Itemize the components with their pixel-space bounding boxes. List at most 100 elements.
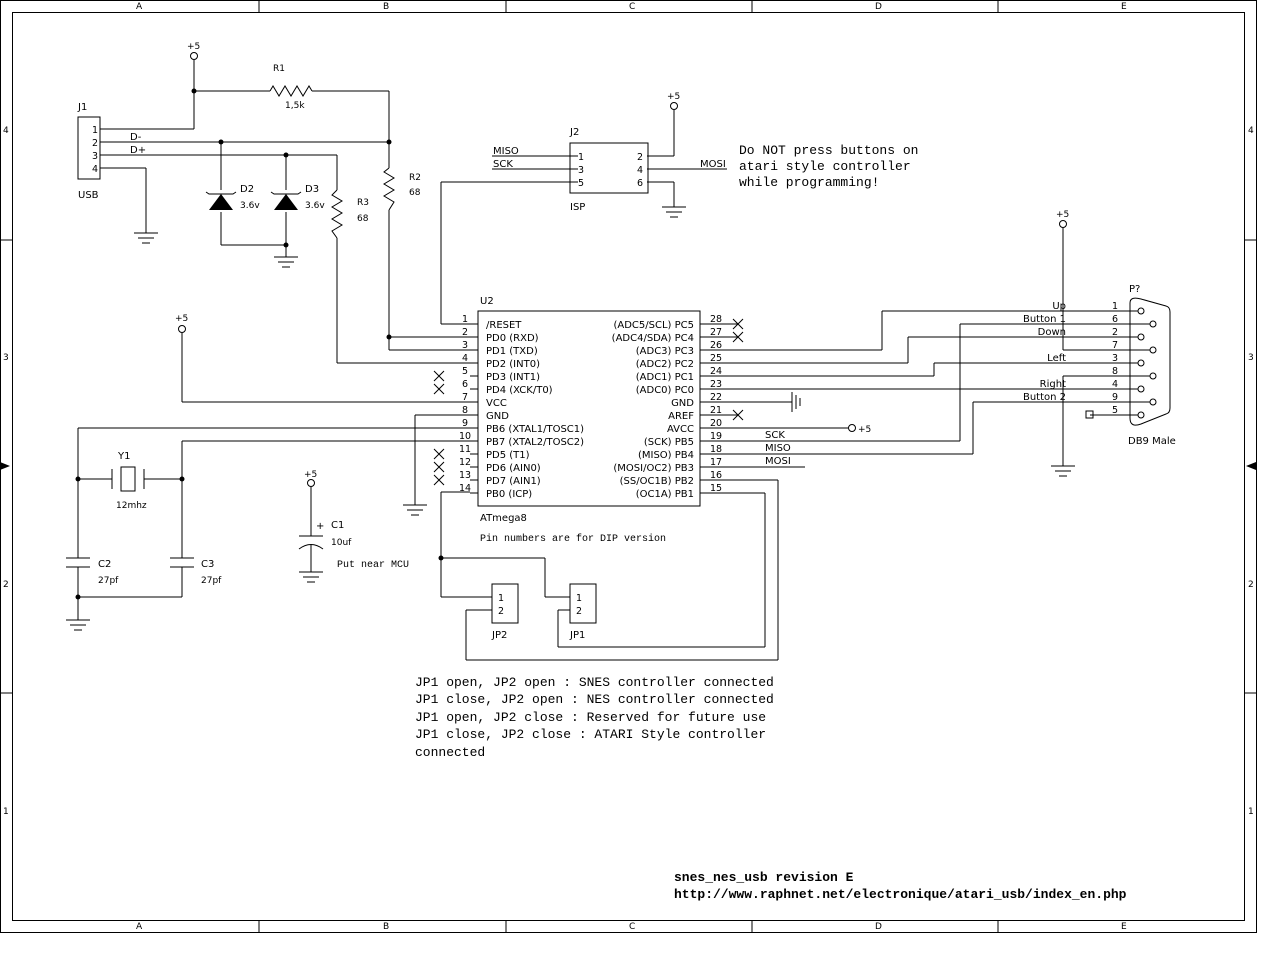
c3-value: 27pf	[201, 576, 222, 586]
u2-left-pin-label: PD5 (T1)	[486, 450, 530, 461]
u2-note: Pin numbers are for DIP version	[480, 533, 666, 545]
u2-right-pin-label: GND	[671, 398, 694, 409]
u2-left-pin-label: PD0 (RXD)	[486, 333, 539, 344]
db9-pin-label: Button 1	[1023, 314, 1066, 325]
col-label-top-a: A	[136, 2, 143, 12]
jumper-notes: JP1 open, JP2 open : SNES controller con…	[415, 675, 774, 760]
db9-name: DB9 Male	[1128, 436, 1176, 447]
db9-pin-number: 3	[1112, 353, 1118, 364]
schematic-title: snes_nes_usb revision E	[674, 870, 854, 885]
u2-right-pin-number: 17	[710, 457, 722, 468]
j2-pin-1: 1	[578, 152, 584, 163]
db9-pin-number: 7	[1112, 340, 1118, 351]
warning-note: Do NOT press buttons on atari style cont…	[739, 143, 918, 190]
u2-right-pin-number: 28	[710, 314, 722, 325]
u2-right-pin-label: (ADC0) PC0	[636, 385, 694, 396]
row-label-left-2: 2	[3, 580, 9, 590]
c1-value: 10uf	[331, 538, 352, 548]
row-label-right-3: 3	[1248, 353, 1254, 363]
no-connect-marks	[433, 318, 744, 486]
y1-crystal: Y1 12mhz	[111, 451, 147, 511]
u2-ref: U2	[480, 296, 494, 307]
db9-pin-number: 4	[1112, 379, 1118, 390]
u2-right-pin-label: (OC1A) PB1	[636, 489, 694, 500]
y1-ref: Y1	[117, 451, 130, 462]
u2-left-pin-number: 1	[462, 314, 468, 325]
j2-pin-4: 4	[637, 165, 643, 176]
u2-left-pin-label: PB0 (ICP)	[486, 489, 532, 500]
u2-left-pin-number: 7	[462, 392, 468, 403]
r2-resistor	[383, 167, 395, 211]
junction-dots	[75, 88, 444, 600]
u2-name: ATmega8	[480, 513, 527, 524]
db9-pin-label: Up	[1052, 301, 1066, 312]
u2-right-pin-number: 19	[710, 431, 722, 442]
u2-right-pin-label: (SS/OC1B) PB2	[620, 476, 694, 487]
row-label-left-4: 4	[3, 126, 9, 136]
db9-pin-socket	[1149, 320, 1157, 328]
u2-left-pin-number: 10	[459, 431, 471, 442]
u2-left-pin-label: PD6 (AIN0)	[486, 463, 541, 474]
row-label-left-1: 1	[3, 807, 9, 817]
u2-right-pin-label: (ADC2) PC2	[636, 359, 694, 370]
u2-left-pin-number: 12	[459, 457, 471, 468]
u2-left-pin-number: 2	[462, 327, 468, 338]
u2-right-pin-label: (SCK) PB5	[644, 437, 694, 448]
y1-value: 12mhz	[116, 501, 147, 511]
col-label-bottom-b: B	[383, 922, 389, 932]
isp-mosi-label: MOSI	[700, 159, 726, 170]
jp2-jumper: 1 2 JP2	[491, 583, 519, 641]
u2-left-pin-number: 13	[459, 470, 471, 481]
db9-pin-number: 8	[1112, 366, 1118, 377]
zener-diodes	[205, 191, 302, 210]
r3-resistor	[331, 189, 343, 239]
vcc-label-usb: +5	[187, 42, 200, 52]
u2-left-pin-label: /RESET	[486, 320, 522, 331]
sheet-frame: A B C D E A B C D E 4 3 2 1 4 3 2 1	[0, 0, 1257, 933]
db9-pin-label: Right	[1040, 379, 1066, 390]
u2-left-pin-number: 5	[462, 366, 468, 377]
isp-miso-label: MISO	[493, 146, 519, 157]
signal-d-plus: D+	[130, 145, 146, 156]
col-label-top-e: E	[1121, 2, 1127, 12]
jp2-ref: JP2	[491, 630, 507, 641]
mcu-sck-label: SCK	[765, 430, 785, 441]
j2-pin-2: 2	[637, 152, 643, 163]
c1-plus: +	[316, 521, 324, 532]
u2-left-pin-number: 3	[462, 340, 468, 351]
c2-value: 27pf	[98, 576, 119, 586]
u2-right-pin-number: 20	[710, 418, 722, 429]
d3-diode-symbol	[274, 194, 298, 210]
u2-left-pin-label: GND	[486, 411, 509, 422]
u2-left-pin-label: PB7 (XTAL2/TOSC2)	[486, 437, 584, 448]
u2-right-pin-number: 23	[710, 379, 722, 390]
r3-ref: R3	[357, 198, 369, 208]
jumper-note-line-2: JP1 close, JP2 open : NES controller con…	[415, 692, 774, 707]
j1-pin-1: 1	[92, 125, 98, 136]
jp1-jumper: 1 2 JP1	[569, 583, 597, 641]
gnd-zener	[274, 256, 298, 268]
d2-diode-symbol	[209, 194, 233, 210]
jp1-pin-1: 1	[576, 593, 582, 604]
u2-right-pin-number: 18	[710, 444, 722, 455]
gnd-usb	[134, 232, 158, 244]
u2-left-pin-label: PD7 (AIN1)	[486, 476, 541, 487]
jumper-note-line-3: JP1 open, JP2 close : Reserved for futur…	[415, 710, 766, 725]
mcu-mosi-label: MOSI	[765, 456, 791, 467]
c1-ref: C1	[331, 520, 344, 531]
c3-ref: C3	[201, 559, 214, 570]
u2-right-pin-label: (ADC4/SDA) PC4	[612, 333, 694, 344]
u2-right-pin-label: (ADC3) PC3	[636, 346, 694, 357]
u2-right-pin-label: (MOSI/OC2) PB3	[613, 463, 694, 474]
d2-value: 3.6v	[240, 201, 260, 211]
j2-pin-6: 6	[637, 178, 643, 189]
j2-pin-5: 5	[578, 178, 584, 189]
r1-resistor	[269, 85, 313, 97]
wires	[77, 60, 1128, 661]
jp1-ref: JP1	[569, 630, 585, 641]
db9-pin-number: 5	[1112, 405, 1118, 416]
col-label-bottom-c: C	[629, 922, 635, 932]
